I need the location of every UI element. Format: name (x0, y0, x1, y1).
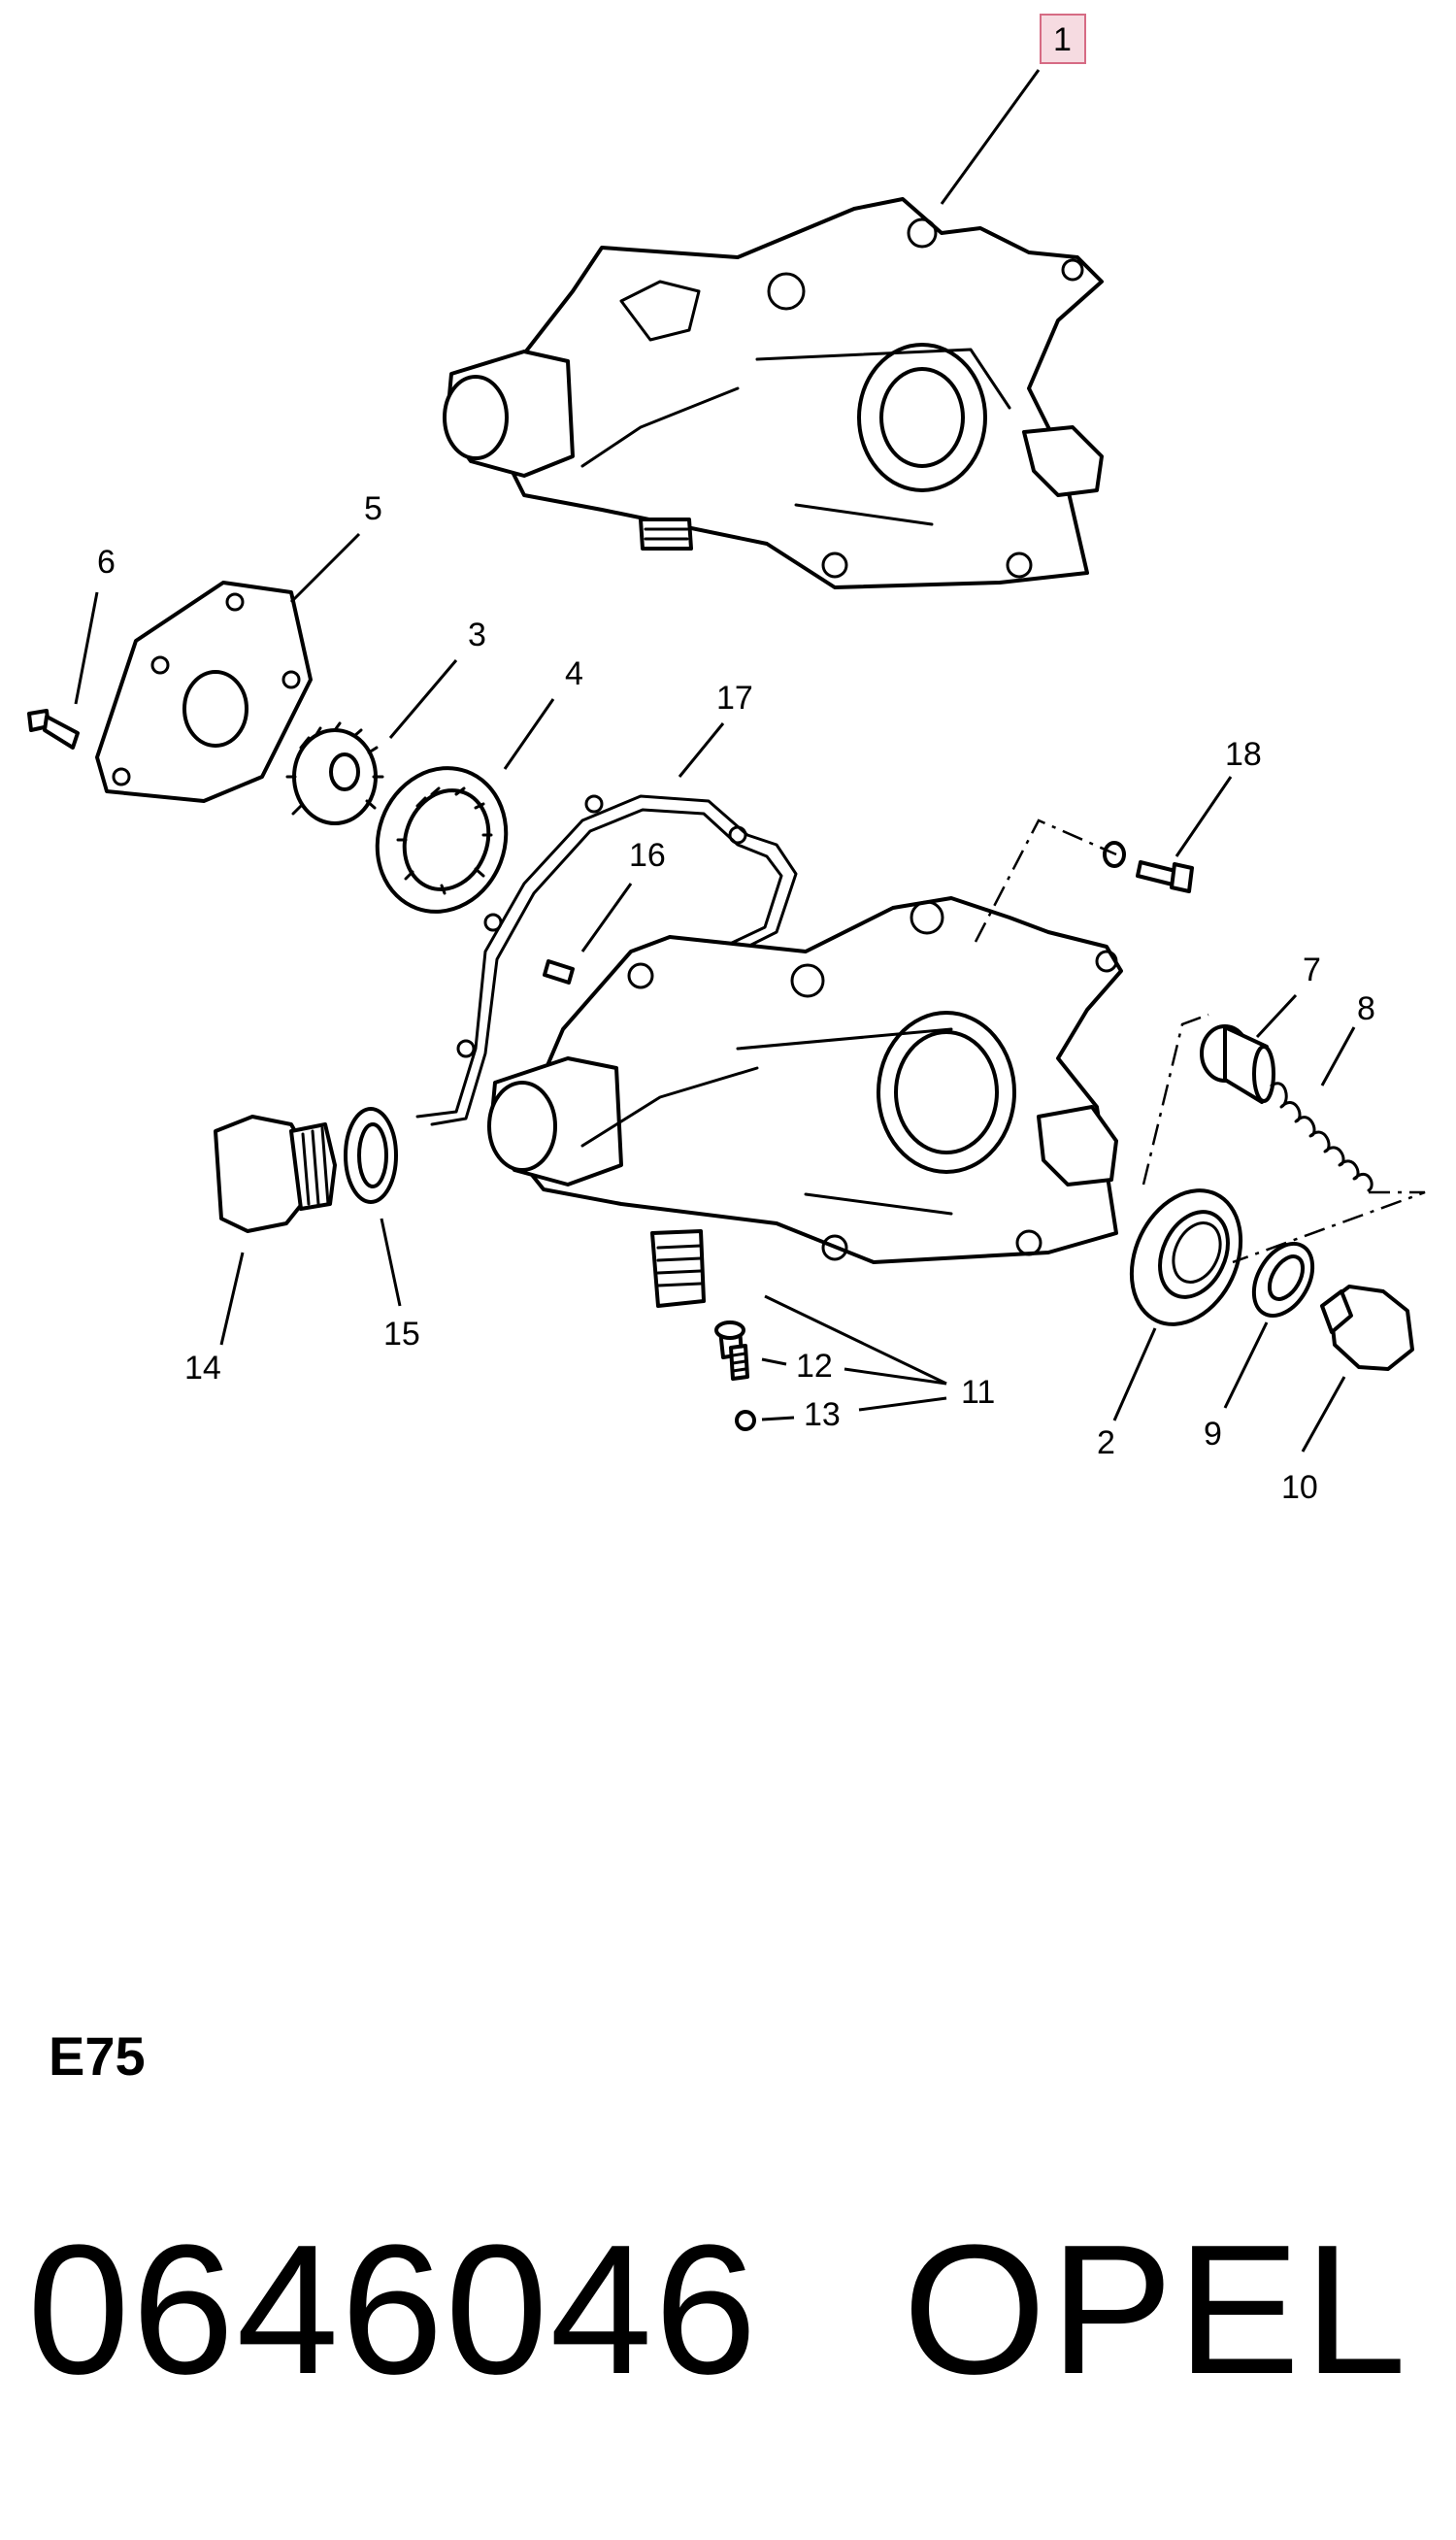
shaft-seal-drawing (1129, 1188, 1243, 1326)
cover-screw-drawing (27, 709, 80, 750)
sealing-washer-drawing (344, 1107, 398, 1204)
relief-valve-parts-drawing (714, 1320, 756, 1431)
callout-18[interactable]: 18 (1225, 736, 1262, 773)
assembly-guide-line (1142, 1013, 1209, 1186)
callout-11[interactable]: 11 (961, 1374, 995, 1411)
callout-3[interactable]: 3 (468, 617, 486, 653)
section-code: E75 (49, 2025, 146, 2087)
brand-name: OPEL (903, 2207, 1410, 2413)
screw-plug-drawing (1320, 1285, 1414, 1371)
callout-9[interactable]: 9 (1204, 1416, 1222, 1453)
callout-4[interactable]: 4 (565, 655, 583, 692)
assembly-guide-line (1232, 1190, 1426, 1264)
callout-1-highlight[interactable] (1040, 14, 1086, 64)
callout-1[interactable]: 1 (1053, 21, 1072, 58)
gasket-drawing (415, 794, 798, 1126)
pump-cover-plate-drawing (95, 581, 313, 803)
oil-pump-assembly-drawing (443, 197, 1104, 589)
outer-rotor-ring-drawing (375, 766, 509, 914)
part-number: 0646046 (27, 2207, 759, 2413)
plug-washer-drawing (1251, 1242, 1315, 1318)
mounting-screw-drawing (1103, 841, 1194, 893)
callout-5[interactable]: 5 (364, 490, 382, 527)
callout-labels: 1 2 3 4 5 6 7 8 9 10 11 12 13 14 15 16 1… (97, 14, 1375, 1506)
relief-spring-drawing (1270, 1082, 1373, 1192)
leader-lines (74, 69, 1356, 1453)
pump-housing-drawing (487, 896, 1123, 1264)
callout-7[interactable]: 7 (1303, 952, 1321, 988)
callout-15[interactable]: 15 (383, 1316, 420, 1353)
callout-17[interactable]: 17 (716, 680, 753, 717)
inner-gear-drawing (285, 721, 384, 825)
drain-plug-drawing (214, 1115, 337, 1233)
callout-10[interactable]: 10 (1281, 1469, 1318, 1506)
assembly-guide-line (974, 819, 1117, 943)
callout-14[interactable]: 14 (184, 1350, 221, 1387)
callout-12[interactable]: 12 (796, 1348, 833, 1385)
callout-8[interactable]: 8 (1357, 990, 1375, 1027)
callout-6[interactable]: 6 (97, 544, 116, 581)
callout-13[interactable]: 13 (804, 1396, 841, 1433)
callout-2[interactable]: 2 (1097, 1424, 1115, 1461)
relief-piston-drawing (1200, 1024, 1275, 1104)
relief-valve-plug-drawing (650, 1229, 706, 1308)
dowel-pin-drawing (543, 959, 575, 985)
callout-16[interactable]: 16 (629, 837, 666, 874)
